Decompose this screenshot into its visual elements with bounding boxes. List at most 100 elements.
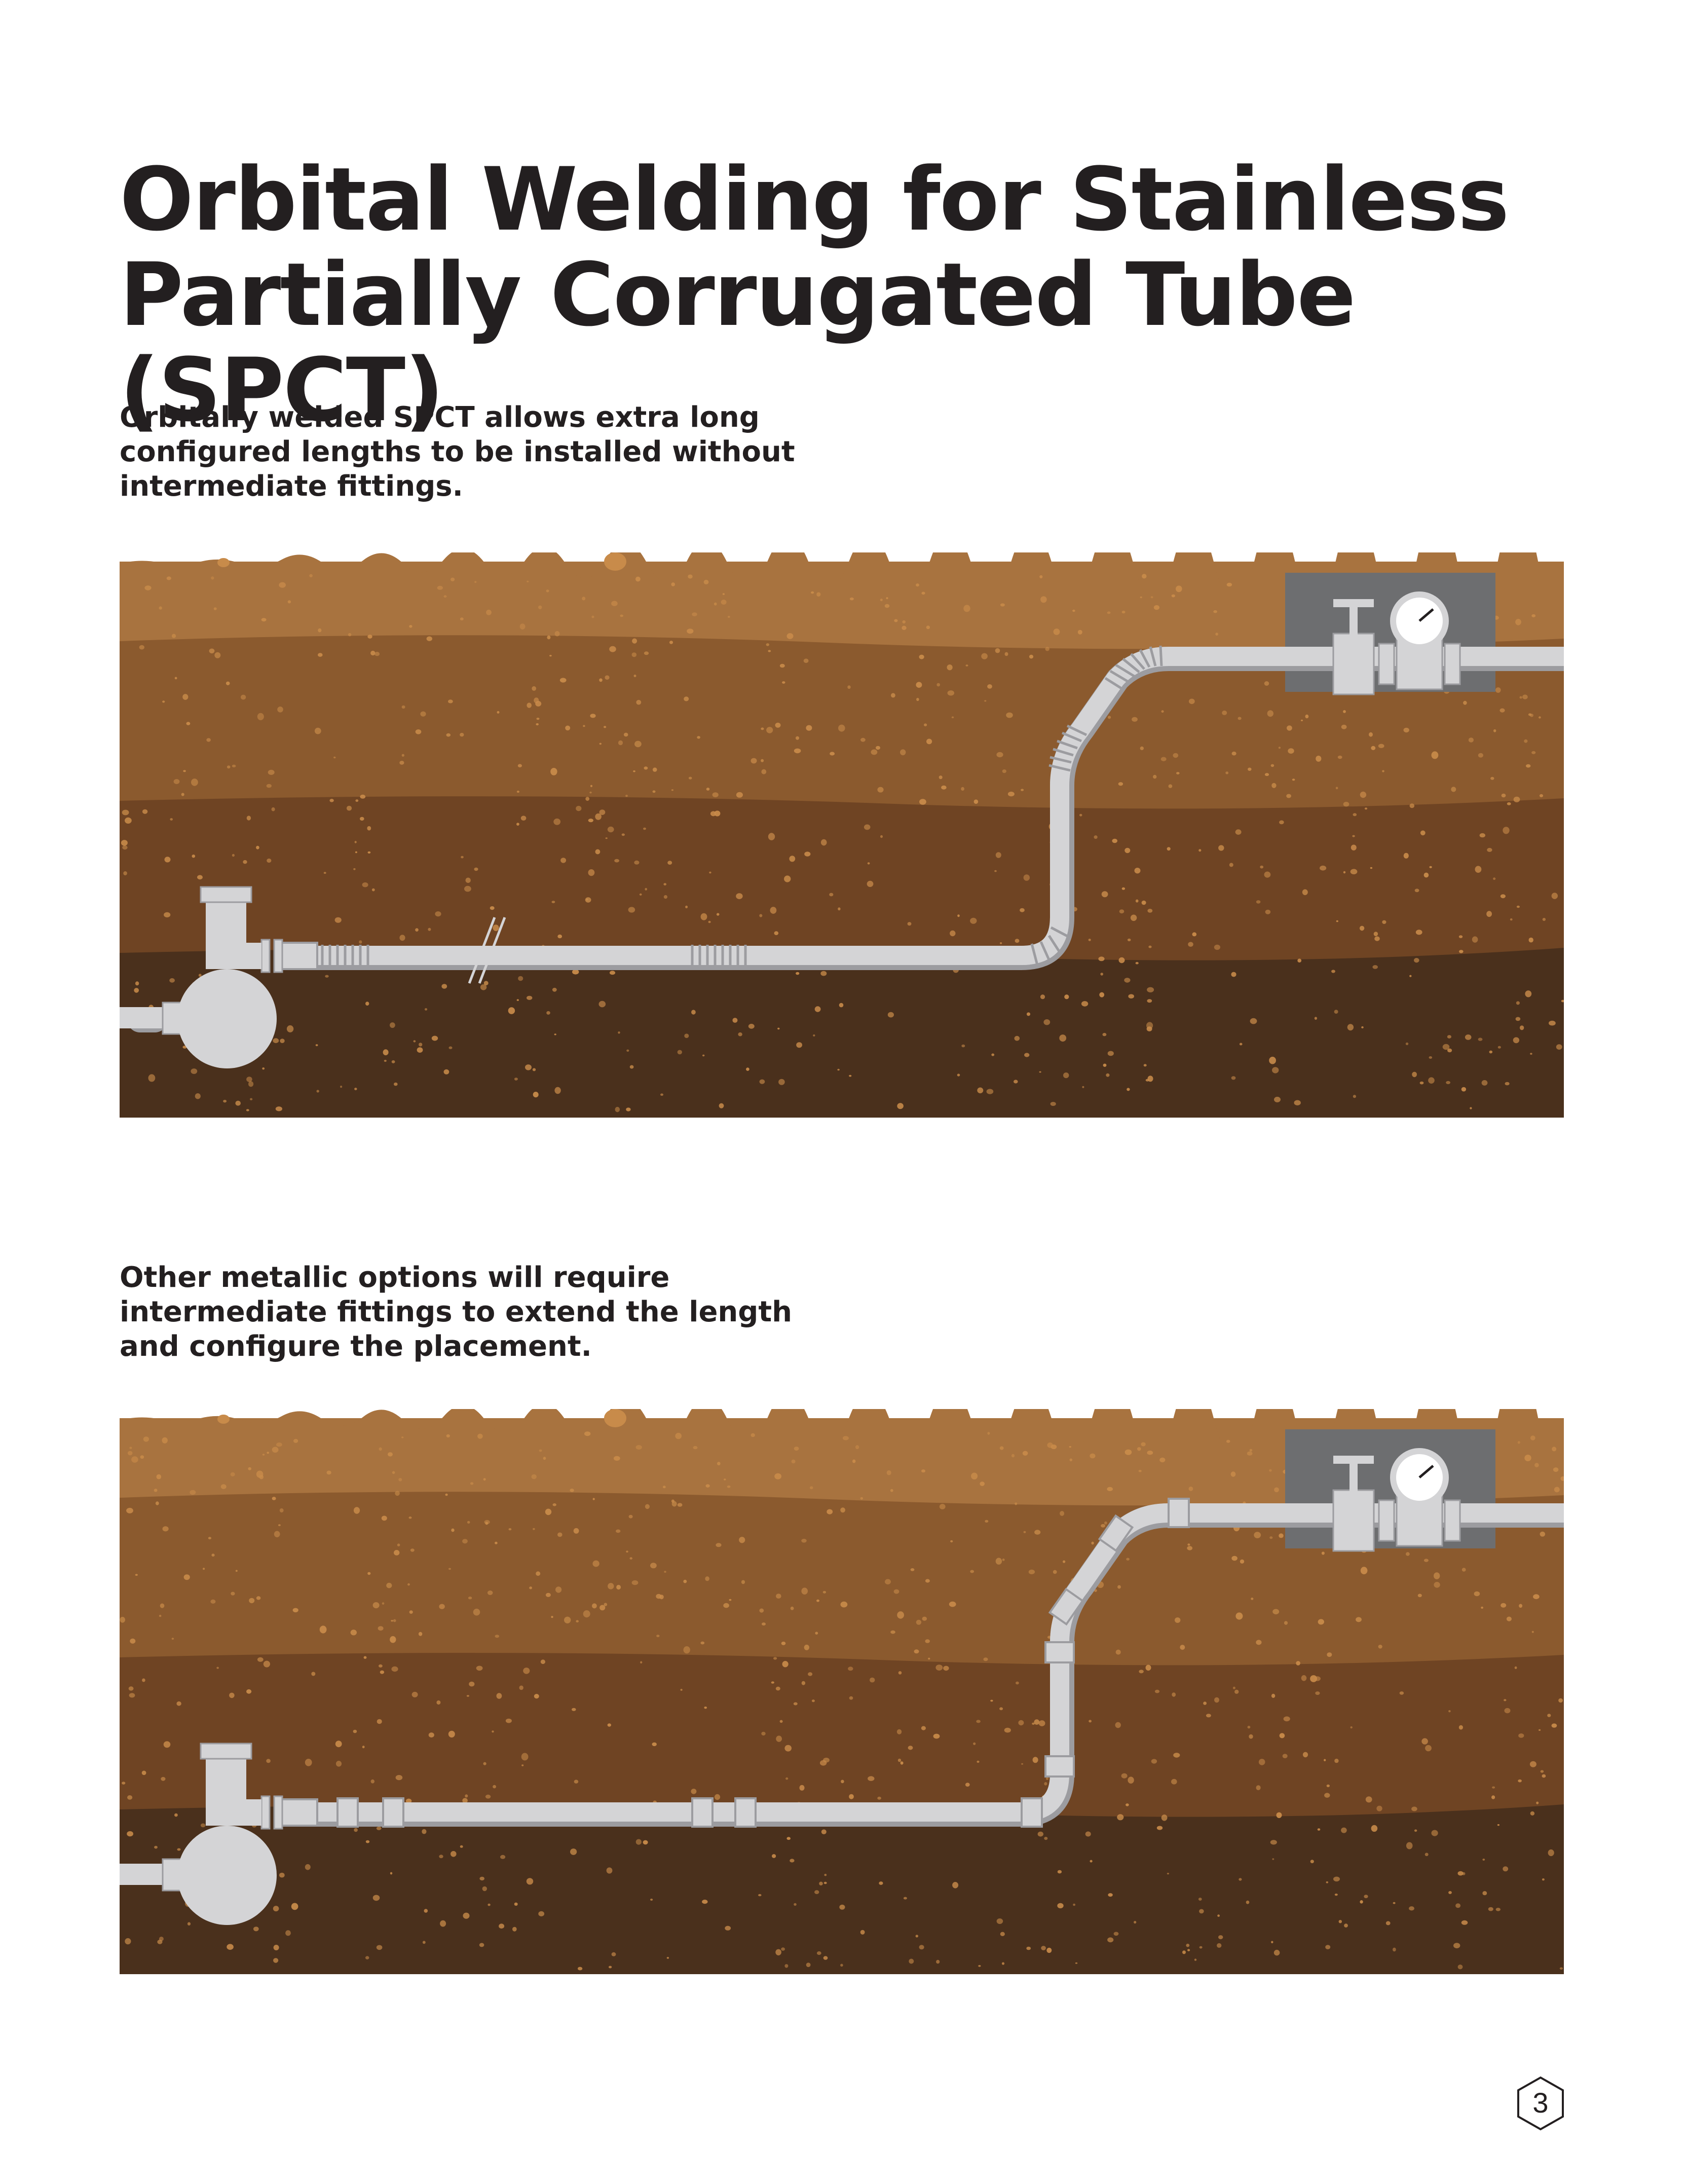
pebble xyxy=(436,1700,441,1705)
pebble xyxy=(806,725,812,731)
pebble xyxy=(1264,681,1269,686)
pebble xyxy=(1497,1046,1501,1049)
pebble xyxy=(1272,1067,1279,1074)
pebble xyxy=(902,625,907,630)
pebble xyxy=(1115,1649,1121,1655)
pebble xyxy=(1247,1725,1251,1729)
pebble xyxy=(1364,807,1368,810)
pebble xyxy=(900,1761,904,1765)
pebble xyxy=(761,727,764,730)
pebble xyxy=(171,1638,174,1640)
pebble xyxy=(724,1478,726,1480)
pebble xyxy=(1373,932,1378,936)
pebble xyxy=(173,779,180,784)
pebble xyxy=(367,826,371,831)
pebble xyxy=(1112,838,1117,843)
pebble xyxy=(1130,914,1137,921)
pebble xyxy=(891,693,895,698)
pebble xyxy=(492,1730,494,1733)
pebble xyxy=(1549,1020,1556,1026)
pebble xyxy=(643,827,646,830)
pebble xyxy=(814,1006,821,1012)
meter-collar xyxy=(1378,643,1395,685)
pebble xyxy=(1235,829,1242,835)
pebble xyxy=(538,1911,545,1916)
pebble xyxy=(950,930,956,937)
pebble xyxy=(1270,764,1274,767)
pebble xyxy=(1050,1102,1056,1106)
pebble xyxy=(1088,939,1091,941)
pebble xyxy=(139,645,144,650)
pebble xyxy=(840,1601,848,1608)
corrugation xyxy=(1109,670,1130,684)
pebble xyxy=(379,1664,383,1668)
pebble xyxy=(431,1035,438,1041)
pebble xyxy=(847,685,851,689)
pebble xyxy=(748,1023,755,1029)
pebble xyxy=(1334,1894,1338,1896)
pebble xyxy=(1032,1722,1035,1725)
pebble xyxy=(473,1608,480,1616)
coupling-ring xyxy=(273,1795,283,1830)
pebble xyxy=(490,906,495,910)
corrugation xyxy=(1057,739,1078,750)
hexagon-icon xyxy=(1517,2076,1564,2131)
ground-surface xyxy=(120,552,1564,612)
pebble xyxy=(1160,757,1167,761)
pebble xyxy=(1014,1080,1018,1084)
pebble xyxy=(1341,1827,1347,1833)
pebble xyxy=(551,901,555,903)
pebble xyxy=(1094,835,1098,839)
pebble xyxy=(669,641,673,644)
pebble xyxy=(1119,909,1124,914)
pebble xyxy=(784,875,791,882)
pebble xyxy=(280,1039,285,1043)
pebble xyxy=(1516,1001,1520,1005)
pebble xyxy=(1134,868,1141,874)
pebble xyxy=(1524,739,1528,743)
pebble xyxy=(1264,871,1271,878)
pebble xyxy=(839,1904,845,1910)
pebble xyxy=(1168,784,1173,788)
pebble xyxy=(1082,1086,1084,1088)
pebble xyxy=(367,635,372,639)
title-line-1: Orbital Welding for Stainless xyxy=(120,149,1510,250)
pebble xyxy=(340,1085,343,1088)
pebble xyxy=(1276,1812,1282,1818)
pebble xyxy=(849,1075,852,1077)
pebble xyxy=(415,928,419,932)
pebble xyxy=(961,787,964,791)
pebble xyxy=(702,1054,705,1057)
pebble xyxy=(1481,1606,1484,1609)
pebble xyxy=(246,1077,252,1082)
pebble xyxy=(1239,1043,1243,1046)
pebble xyxy=(781,1947,785,1951)
pebble xyxy=(273,1906,279,1912)
pebble xyxy=(1239,1878,1242,1881)
pebble xyxy=(1472,936,1478,943)
pebble xyxy=(1248,767,1252,771)
pebble xyxy=(122,809,129,816)
pebble xyxy=(607,826,614,833)
pebble xyxy=(555,1586,562,1593)
pebble xyxy=(390,1636,396,1643)
pebble xyxy=(213,607,217,610)
pebble xyxy=(1314,1676,1321,1681)
pebble xyxy=(684,696,689,701)
pebble xyxy=(590,714,596,718)
pebble xyxy=(574,1780,579,1784)
pebble xyxy=(474,581,477,583)
pebble xyxy=(1023,1531,1026,1533)
pebble xyxy=(1046,1947,1052,1953)
pebble xyxy=(759,1079,765,1084)
pebble xyxy=(1486,911,1492,917)
pebble xyxy=(585,797,590,801)
pebble xyxy=(460,732,464,737)
pebble xyxy=(900,749,906,756)
pebble xyxy=(329,799,334,802)
pebble xyxy=(144,585,152,590)
pebble xyxy=(483,981,489,986)
pebble xyxy=(435,911,441,917)
pebble xyxy=(397,1543,400,1546)
pebble xyxy=(1424,1853,1429,1857)
